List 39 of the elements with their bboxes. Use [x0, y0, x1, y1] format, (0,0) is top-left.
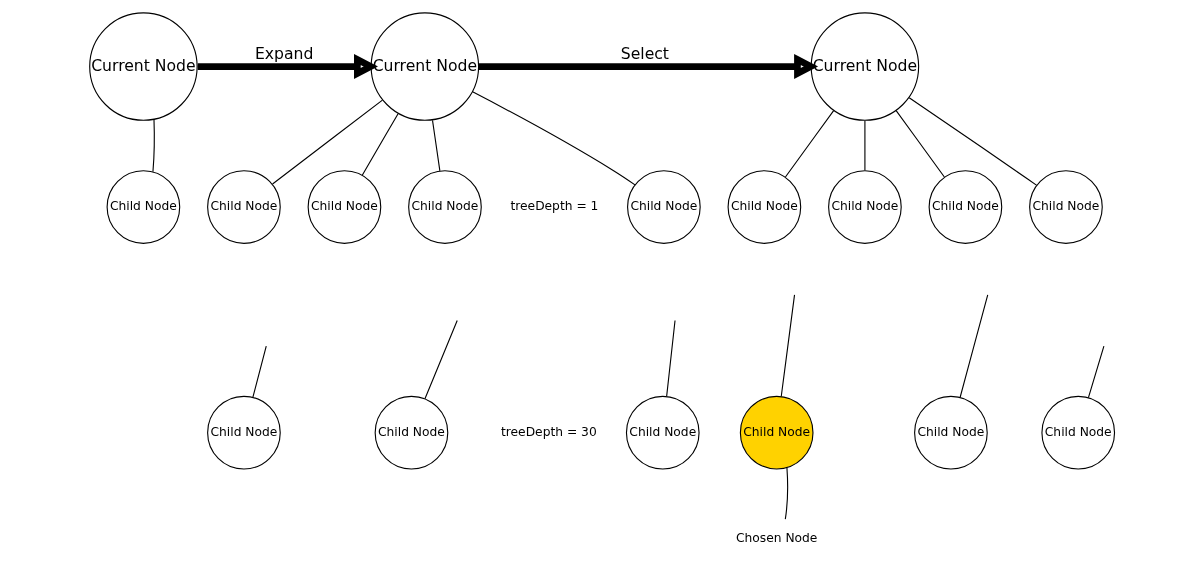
connector: [471, 91, 636, 186]
connector: [665, 319, 676, 397]
connector: [423, 319, 458, 400]
node-circle: Child Node: [407, 170, 482, 244]
edge-label: Expand: [254, 43, 313, 63]
node-circle: Child Node: [206, 395, 281, 470]
node-circle: Child Node: [206, 170, 281, 244]
node-label: treeDepth = 1: [509, 199, 598, 214]
connector: [780, 294, 795, 398]
connector: [863, 120, 865, 171]
node-label: treeDepth = 30: [500, 424, 597, 439]
node-circle: Child Node: [1028, 170, 1103, 244]
node-circle: Child Node: [625, 395, 700, 470]
node-circle: Child Node: [928, 170, 1002, 244]
edge-label: Select: [620, 43, 669, 63]
node-circle: Current Node: [810, 12, 919, 121]
node-circle: Child Node: [727, 170, 801, 244]
connector: [895, 110, 945, 178]
connector: [431, 119, 440, 172]
connector: [959, 294, 988, 398]
connector: [251, 345, 267, 398]
connector: [784, 110, 834, 178]
connector: [151, 118, 155, 173]
connector: [361, 113, 399, 176]
node-circle: Child Node: [827, 170, 902, 244]
node-circle: Child Node: [626, 170, 701, 244]
connector: [784, 467, 788, 520]
node-circle: Child Node: [307, 170, 381, 244]
node-circle: Current Node: [370, 12, 479, 121]
connector: [271, 99, 383, 185]
node-text: Chosen Node: [735, 531, 817, 546]
node-circle: Child Node: [1040, 395, 1115, 470]
node-circle: Child Node: [374, 395, 448, 470]
node-circle: Current Node: [88, 12, 198, 121]
node-circle: Child Node: [739, 395, 814, 470]
node-circle: Child Node: [106, 170, 180, 244]
node-circle: Child Node: [913, 395, 988, 470]
connector: [1087, 345, 1104, 399]
connector: [908, 97, 1037, 186]
